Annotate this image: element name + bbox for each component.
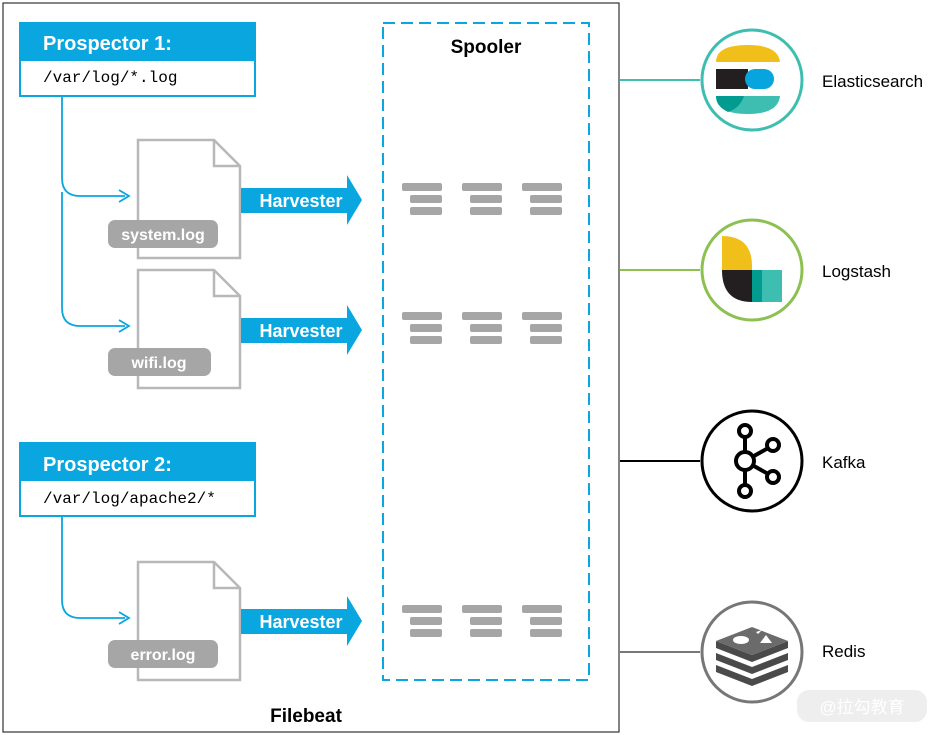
- harvester-arrow-2: Harvester: [241, 305, 362, 355]
- spooler-queues: [402, 183, 562, 637]
- redis-logo-icon: [700, 600, 804, 704]
- harvester-1-label: Harvester: [259, 191, 342, 211]
- prospector-2-title: Prospector 2:: [43, 454, 172, 476]
- logstash-label: Logstash: [822, 262, 891, 281]
- elasticsearch-label: Elasticsearch: [822, 72, 923, 91]
- watermark: @拉勾教育: [797, 690, 927, 722]
- harvester-arrow-3: Harvester: [241, 596, 362, 646]
- queue-stack: [462, 183, 502, 215]
- file-system-log: system.log: [108, 138, 242, 260]
- logstash-logo-icon: [700, 218, 804, 322]
- watermark-text: @拉勾教育: [819, 698, 904, 717]
- prospector-2: Prospector 2: /var/log/apache2/*: [19, 442, 256, 517]
- filebeat-container: [2, 2, 620, 733]
- queue-stack: [462, 605, 502, 637]
- file-wifi-log: wifi.log: [108, 268, 242, 390]
- queue-stack: [522, 183, 562, 215]
- prospector-connectors: [61, 97, 131, 625]
- queue-stack: [522, 605, 562, 637]
- file-system-log-label: system.log: [121, 227, 205, 244]
- file-error-log-label: error.log: [131, 647, 196, 664]
- filebeat-title: Filebeat: [270, 706, 342, 727]
- queue-stack: [462, 312, 502, 344]
- prospector-2-path: /var/log/apache2/*: [43, 490, 216, 508]
- prospector-1: Prospector 1: /var/log/*.log: [19, 22, 256, 97]
- queue-stack: [402, 312, 442, 344]
- queue-stack: [522, 312, 562, 344]
- harvester-arrow-1: Harvester: [241, 175, 362, 225]
- file-error-log: error.log: [108, 560, 242, 682]
- queue-stack: [402, 183, 442, 215]
- harvester-3-label: Harvester: [259, 612, 342, 632]
- spooler-box: [382, 22, 590, 681]
- kafka-logo-icon: [700, 409, 804, 513]
- harvester-2-label: Harvester: [259, 321, 342, 341]
- elasticsearch-logo-icon: [700, 28, 804, 132]
- queue-stack: [402, 605, 442, 637]
- redis-label: Redis: [822, 642, 865, 661]
- kafka-label: Kafka: [822, 453, 866, 472]
- prospector-1-path: /var/log/*.log: [43, 69, 177, 87]
- spooler-title: Spooler: [451, 37, 522, 58]
- file-wifi-log-label: wifi.log: [130, 355, 186, 372]
- prospector-1-title: Prospector 1:: [43, 33, 172, 55]
